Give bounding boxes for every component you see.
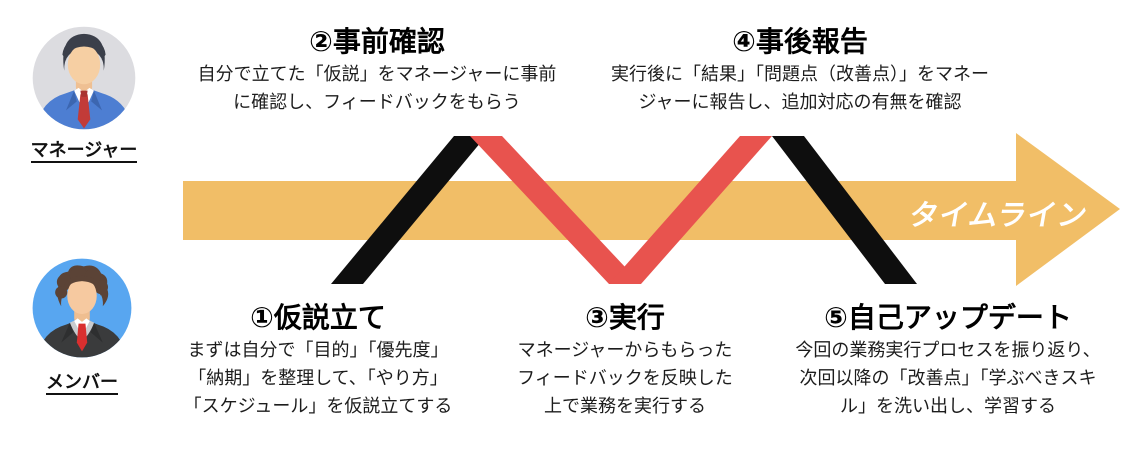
zigzag-segment-4-black	[772, 136, 917, 284]
step-1-body: まずは自分で「目的」「優先度」 「納期」を整理して、「やり方」 「スケジュール」…	[183, 340, 453, 416]
step-2-body: 自分で立てた「仮説」をマネージャーに事前 に確認し、フィードバックをもらう	[197, 64, 557, 112]
step-1-title: ①仮説立て	[250, 302, 386, 333]
step-5-title: ⑤自己アップデート	[824, 302, 1072, 333]
step-3-block: ③実行 マネージャーからもらった フィードバックを反映した 上で業務を実行する	[485, 303, 765, 420]
member-label: メンバー	[12, 368, 152, 395]
step-2-title: ②事前確認	[309, 26, 445, 57]
manager-person-icon	[32, 26, 136, 130]
member-avatar	[30, 256, 134, 360]
step-5-body: 今回の業務実行プロセスを振り返り、 次回以降の「改善点」「学ぶべきスキ ル」を洗…	[795, 340, 1101, 416]
timeline-label: タイムライン	[906, 200, 1091, 232]
zigzag-segment-3-red	[609, 136, 772, 284]
manager-avatar	[30, 24, 138, 132]
manager-label: マネージャー	[14, 136, 154, 163]
step-3-title: ③実行	[585, 302, 665, 333]
step-4-title: ④事後報告	[732, 26, 868, 57]
timeline-arrow	[183, 133, 1120, 286]
step-1-block: ①仮説立て まずは自分で「目的」「優先度」 「納期」を整理して、「やり方」 「ス…	[163, 303, 473, 420]
step-4-body: 実行後に「結果」「問題点（改善点）」をマネー ジャーに報告し、追加対応の有無を確…	[611, 64, 989, 112]
zigzag-segment-2-red	[470, 136, 641, 284]
member-person-icon	[32, 258, 132, 358]
step-5-block: ⑤自己アップデート 今回の業務実行プロセスを振り返り、 次回以降の「改善点」「学…	[773, 303, 1123, 420]
zigzag-segment-1-black	[331, 136, 486, 284]
step-3-body: マネージャーからもらった フィードバックを反映した 上で業務を実行する	[517, 340, 733, 416]
step-4-block: ④事後報告 実行後に「結果」「問題点（改善点）」をマネー ジャーに報告し、追加対…	[575, 27, 1025, 116]
step-2-block: ②事前確認 自分で立てた「仮説」をマネージャーに事前 に確認し、フィードバックを…	[172, 27, 582, 116]
